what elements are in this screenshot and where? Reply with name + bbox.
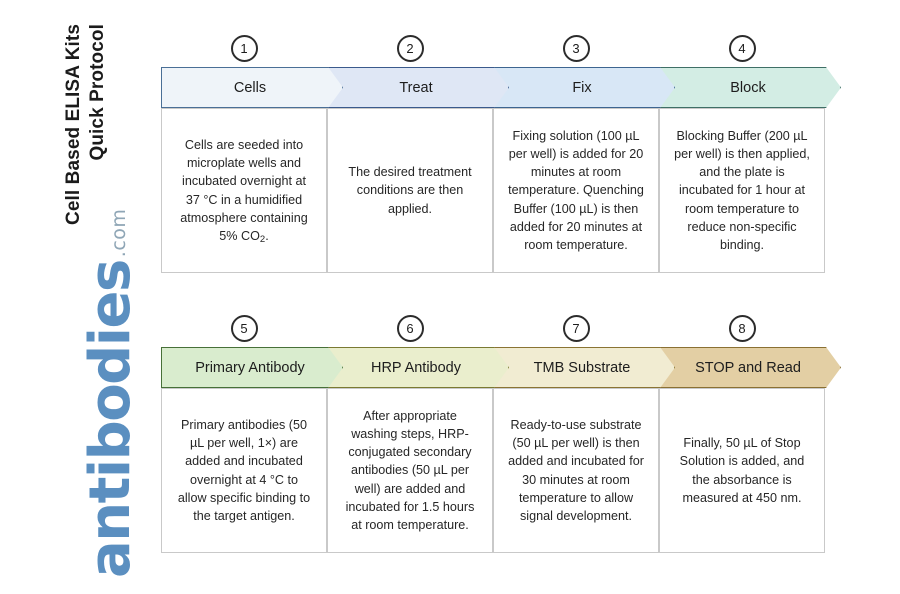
antibodies-logo: antibodies .com <box>18 209 143 578</box>
step-badges-row-two: 5 6 7 8 <box>161 313 825 347</box>
step-header-chevron[interactable]: Primary Antibody <box>161 347 343 388</box>
step-header-chevron[interactable]: HRP Antibody <box>327 347 509 388</box>
chevron-bar-row-two: Primary Antibody HRP Antibody TMB Substrat… <box>161 347 843 388</box>
step-body-cell: Finally, 50 µL of Stop Solution is added… <box>659 388 825 553</box>
step-header-label: Fix <box>572 79 592 96</box>
step-header-label: Block <box>730 79 766 96</box>
step-header-label: Primary Antibody <box>195 359 305 376</box>
step-badges-row-one: 1 2 3 4 <box>161 33 825 67</box>
step-number-badge: 7 <box>562 315 590 342</box>
step-body-cell: After appropriate washing steps, HRP-con… <box>327 388 493 553</box>
step-header-label: Cells <box>233 79 267 96</box>
step-header-chevron[interactable]: TMB Substrate <box>493 347 675 388</box>
step-body-text: The desired treatment conditions are the… <box>348 165 472 216</box>
step-body-cell: Cells are seeded into microplate wells a… <box>161 108 327 273</box>
step-body-cell: Ready-to-use substrate (50 µL per well) … <box>493 388 659 553</box>
step-header-chevron[interactable]: Treat <box>327 67 509 108</box>
step-body-text: Primary antibodies (50 µL per well, 1×) … <box>177 417 311 523</box>
step-body-text: Cells are seeded into microplate wells a… <box>180 137 308 245</box>
logo-tld: .com <box>108 208 130 258</box>
step-body-cell: The desired treatment conditions are the… <box>327 108 493 273</box>
step-header-label: Treat <box>399 79 433 96</box>
logo-wordmark: antibodies <box>78 260 144 578</box>
step-number-badge: 6 <box>396 315 424 342</box>
step-number-badge: 8 <box>728 315 756 342</box>
step-body-cell: Primary antibodies (50 µL per well, 1×) … <box>161 388 327 553</box>
step-number-badge: 3 <box>562 35 590 62</box>
step-body-cell: Blocking Buffer (200 µL per well) is the… <box>659 108 825 273</box>
step-number-badge: 2 <box>396 35 424 62</box>
step-body-text: Ready-to-use substrate (50 µL per well) … <box>508 417 644 523</box>
step-header-label: TMB Substrate <box>533 359 631 376</box>
step-body-cell: Fixing solution (100 µL per well) is add… <box>493 108 659 273</box>
left-rail: Cell Based ELISA Kits Quick Protocol ant… <box>0 0 160 594</box>
step-header-label: STOP and Read <box>695 359 801 376</box>
step-header-label: HRP Antibody <box>370 359 461 376</box>
step-bodies-row-one: Cells are seeded into microplate wells a… <box>161 108 825 273</box>
step-number-badge: 1 <box>230 35 258 62</box>
page-title: Cell Based ELISA Kits Quick Protocol <box>63 24 109 225</box>
step-body-text: Fixing solution (100 µL per well) is add… <box>508 128 644 253</box>
step-header-chevron[interactable]: Cells <box>161 67 343 108</box>
step-header-chevron[interactable]: STOP and Read <box>659 347 841 388</box>
step-header-chevron[interactable]: Block <box>659 67 841 108</box>
step-number-badge: 5 <box>230 315 258 342</box>
step-body-text: After appropriate washing steps, HRP-con… <box>345 408 475 533</box>
flow-row-two: 5 6 7 8 Primary Antibody HRP Antibody TMB Sub… <box>161 313 851 553</box>
step-bodies-row-two: Primary antibodies (50 µL per well, 1×) … <box>161 388 825 553</box>
step-body-text: Blocking Buffer (200 µL per well) is the… <box>674 128 810 253</box>
flow-row-one: 1 2 3 4 Cells Treat Fix Block Cells are seeded… <box>161 33 851 273</box>
step-body-text: Finally, 50 µL of Stop Solution is added… <box>679 436 805 505</box>
chevron-bar-row-one: Cells Treat Fix Block <box>161 67 843 108</box>
step-number-badge: 4 <box>728 35 756 62</box>
step-header-chevron[interactable]: Fix <box>493 67 675 108</box>
